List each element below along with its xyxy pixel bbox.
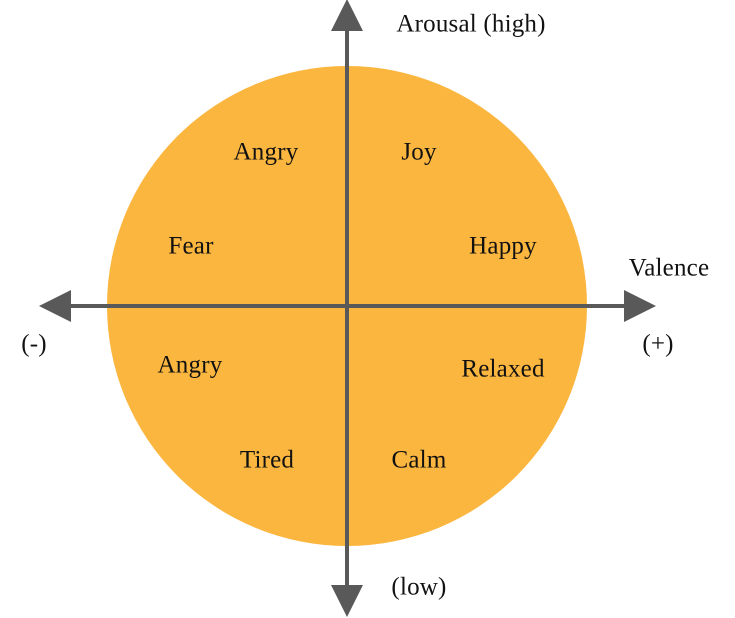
emotion-angry-top: Angry (233, 138, 299, 166)
emotion-calm: Calm (391, 446, 447, 474)
valence-label: Valence (628, 254, 710, 282)
valence-negative-label: (-) (21, 330, 47, 358)
emotion-angry-bottom: Angry (157, 351, 223, 379)
emotion-joy: Joy (401, 138, 437, 166)
emotion-relaxed: Relaxed (461, 355, 545, 383)
emotion-tired: Tired (239, 446, 295, 474)
arousal-low-label: (low) (391, 573, 447, 601)
emotion-happy: Happy (469, 232, 537, 260)
emotion-fear: Fear (168, 232, 214, 260)
valence-positive-label: (+) (642, 330, 674, 358)
arousal-high-label: Arousal (high) (396, 10, 546, 38)
